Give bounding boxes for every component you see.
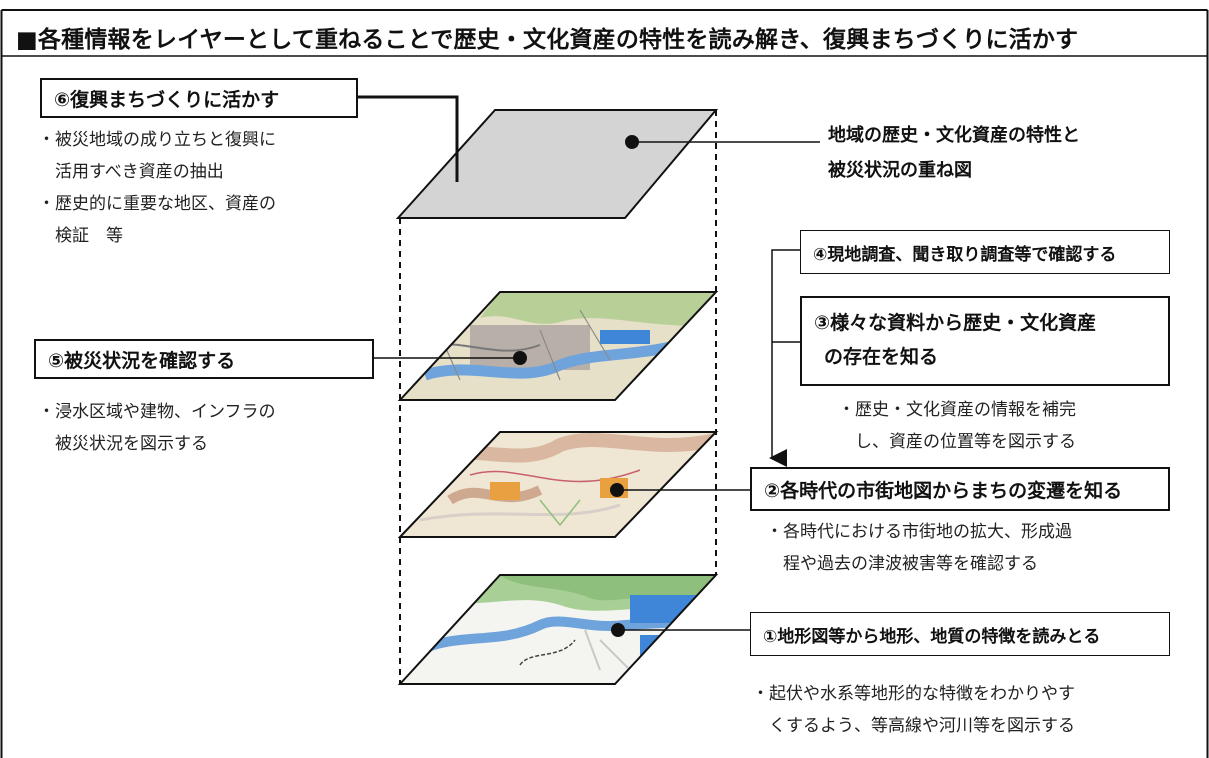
- step4-label: ④現地調査、聞き取り調査等で確認する: [813, 244, 1117, 265]
- diagram-title: ■各種情報をレイヤーとして重ねることで歴史・文化資産の特性を読み解き、復興まちづ…: [16, 27, 1079, 53]
- overlay-caption-line-2: 被災状況の重ね図: [828, 160, 972, 181]
- step3-note-line-1: ・歴史・文化資産の情報を補完: [838, 400, 1076, 420]
- historic-map-layer-outline: [397, 431, 719, 538]
- step6-note-line-4: 検証 等: [55, 226, 123, 246]
- historic-map-layer: [400, 432, 716, 537]
- step6-note-line-1: ・被災地域の成り立ちと復興に: [38, 130, 276, 150]
- step1-notes: ・起伏や水系等地形的な特徴をわかりやす くするよう、等高線や河川等を図示する: [752, 678, 1075, 742]
- step3-notes: ・歴史・文化資産の情報を補完 し、資産の位置等を図示する: [838, 394, 1076, 458]
- overlay-caption-line-1: 地域の歴史・文化資産の特性と: [828, 125, 1080, 146]
- step6-connector: [357, 95, 459, 182]
- overlay-caption: 地域の歴史・文化資産の特性と 被災状況の重ね図: [828, 118, 1080, 188]
- step2-note-line-1: ・各時代における市街地の拡大、形成過: [766, 522, 1072, 542]
- step1-note-line-2: くするよう、等高線や河川等を図示する: [769, 716, 1075, 736]
- overlay-layer: [395, 109, 719, 219]
- step6-note-line-3: ・歴史的に重要な地区、資産の: [38, 194, 276, 214]
- step2-note-line-2: 程や過去の津波被害等を確認する: [783, 554, 1038, 574]
- step3-box: ③様々な資料から歴史・文化資産 の存在を知る: [800, 296, 1170, 386]
- step3-label-line-2: の存在を知る: [824, 346, 939, 368]
- step6-box: ⑥復興まちづくりに活かす: [40, 78, 358, 118]
- step2-notes: ・各時代における市街地の拡大、形成過 程や過去の津波被害等を確認する: [766, 516, 1072, 580]
- step4-bracket: [769, 249, 800, 467]
- step5-label: ⑤被災状況を確認する: [48, 349, 236, 372]
- step1-label: ①地形図等から地形、地質の特徴を読みとる: [763, 626, 1101, 647]
- damage-map-layer: [400, 292, 716, 400]
- step5-box: ⑤被災状況を確認する: [34, 339, 374, 379]
- step1-box: ①地形図等から地形、地質の特徴を読みとる: [750, 612, 1170, 656]
- step6-notes: ・被災地域の成り立ちと復興に 活用すべき資産の抽出 ・歴史的に重要な地区、資産の…: [38, 124, 276, 252]
- step2-label: ②各時代の市街地図からまちの変遷を知る: [764, 479, 1123, 502]
- step2-box: ②各時代の市街地図からまちの変遷を知る: [750, 467, 1170, 511]
- step5-note-line-1: ・浸水区域や建物、インフラの: [38, 402, 276, 422]
- step5-notes: ・浸水区域や建物、インフラの 被災状況を図示する: [38, 396, 276, 460]
- step6-note-line-2: 活用すべき資産の抽出: [55, 162, 224, 182]
- damage-map-layer-outline: [397, 291, 719, 401]
- step3-label-line-1: ③様々な資料から歴史・文化資産: [814, 312, 1097, 334]
- terrain-map-layer-outline: [397, 574, 719, 685]
- step1-note-line-1: ・起伏や水系等地形的な特徴をわかりやす: [752, 684, 1075, 704]
- step4-box: ④現地調査、聞き取り調査等で確認する: [800, 230, 1170, 274]
- step6-label: ⑥復興まちづくりに活かす: [54, 88, 280, 111]
- step5-note-line-2: 被災状況を図示する: [55, 434, 208, 454]
- step3-note-line-2: し、資産の位置等を図示する: [855, 432, 1076, 452]
